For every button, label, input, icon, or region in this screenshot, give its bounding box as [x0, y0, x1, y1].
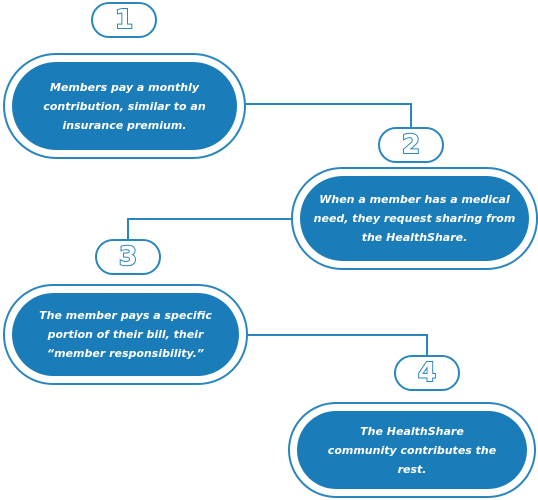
connector-3-to-4 [247, 334, 428, 357]
step-4-card-fill: The HealthShare community contributes th… [297, 411, 527, 489]
connector-1-to-2 [245, 103, 412, 129]
step-3-card-fill: The member pays a specific portion of th… [12, 293, 239, 376]
step-4-card: The HealthShare community contributes th… [288, 402, 536, 498]
step-4-number: 4 [417, 358, 437, 388]
step-1-text: Members pay a monthly contribution, simi… [43, 80, 206, 132]
step-2-card: When a member has a medical need, they r… [291, 167, 538, 270]
step-2-number: 2 [401, 130, 421, 160]
step-2-text: When a member has a medical need, they r… [313, 193, 516, 244]
step-3-number-badge: 3 [95, 239, 161, 275]
step-4-number-badge: 4 [394, 355, 460, 391]
step-1-card: Members pay a monthly contribution, simi… [3, 53, 246, 159]
step-3-text: The member pays a specific portion of th… [39, 309, 212, 360]
step-1-number-badge: 1 [91, 2, 157, 38]
step-2-number-badge: 2 [378, 127, 444, 163]
step-1-card-fill: Members pay a monthly contribution, simi… [12, 62, 237, 150]
step-2-card-fill: When a member has a medical need, they r… [300, 176, 529, 261]
step-3-card: The member pays a specific portion of th… [3, 284, 248, 385]
connector-2-to-3 [127, 218, 293, 240]
step-1-number: 1 [114, 5, 134, 35]
step-4-text: The HealthShare community contributes th… [327, 424, 497, 476]
step-3-number: 3 [118, 242, 138, 272]
